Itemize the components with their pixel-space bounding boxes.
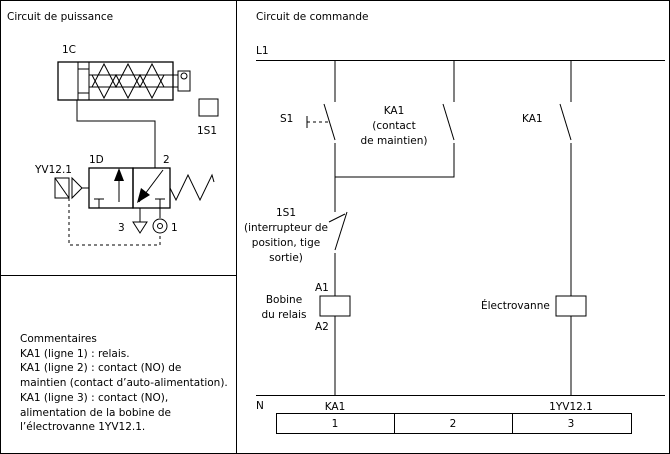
- switch-label-2: (interrupteur de: [244, 222, 328, 234]
- control-circuit-title: Circuit de commande: [256, 11, 368, 23]
- comment-line: alimentation de la bobine de: [20, 406, 172, 419]
- comments-block: Commentaires KA1 (ligne 1) : relais. KA1…: [20, 332, 240, 435]
- port-2-label: 2: [163, 154, 170, 166]
- ka1-hold-label-1: KA1: [384, 105, 405, 117]
- coil-name-2: du relais: [262, 309, 307, 321]
- port-3-label: 3: [118, 222, 125, 234]
- s1-label: S1: [280, 113, 293, 125]
- comment-line: KA1 (ligne 2) : contact (NO) de: [20, 362, 182, 375]
- sensor-label: 1S1: [197, 125, 217, 137]
- solenoid-coil: [54, 177, 70, 199]
- valve-label: 1D: [89, 154, 104, 166]
- bottom-ka1-label: KA1: [325, 401, 346, 413]
- sensor-1s1-box: [198, 98, 219, 117]
- coil-name-1: Bobine: [266, 294, 302, 306]
- ka1-line3-label: KA1: [522, 113, 543, 125]
- column-1: 1: [332, 418, 339, 430]
- switch-label-3: position, tige: [252, 237, 320, 249]
- coil-a1-label: A1: [315, 282, 329, 294]
- comment-line: KA1 (ligne 1) : relais.: [20, 347, 130, 360]
- power-circuit-title: Circuit de puissance: [7, 11, 113, 23]
- cylinder-label: 1C: [62, 44, 76, 56]
- comment-line: maintien (contact d’auto-alimentation).: [20, 377, 228, 390]
- valve-coil: [555, 295, 587, 317]
- line-2-wiring: [335, 60, 455, 178]
- switch-label-1: 1S1: [276, 207, 296, 219]
- coil-a2-label: A2: [315, 321, 329, 333]
- relay-coil: [319, 295, 351, 317]
- ka1-hold-label-3: de maintien): [361, 135, 428, 147]
- column-3: 3: [568, 418, 575, 430]
- line-number-table: 1 2 3: [276, 413, 632, 434]
- rail-l1-label: L1: [256, 45, 269, 57]
- comment-line: KA1 (ligne 3) : contact (NO),: [20, 391, 169, 404]
- valve-return-spring: [169, 173, 215, 202]
- comment-line: l’électrovanne 1YV12.1.: [20, 421, 146, 434]
- solenoid-arrow: [71, 176, 83, 200]
- bottom-yv-label: 1YV12.1: [549, 401, 593, 413]
- solenoid-coil-diagonal: [54, 177, 70, 199]
- rail-n-label: N: [256, 400, 264, 412]
- cylinder-1c: [57, 61, 191, 101]
- pipe-cylinder-valve: [76, 100, 156, 168]
- pilot-dashed-line: [68, 198, 161, 246]
- line-3-wiring: [559, 60, 572, 395]
- ka1-hold-label-2: (contact: [372, 120, 415, 132]
- solenoid-label: YV12.1: [34, 164, 72, 176]
- valve-coil-label: Électrovanne: [481, 299, 550, 312]
- switch-label-4: sortie): [269, 252, 303, 264]
- valve-1d: [88, 167, 215, 234]
- port-1-label: 1: [171, 222, 178, 234]
- column-2: 2: [450, 418, 457, 430]
- comments-title: Commentaires: [20, 333, 97, 345]
